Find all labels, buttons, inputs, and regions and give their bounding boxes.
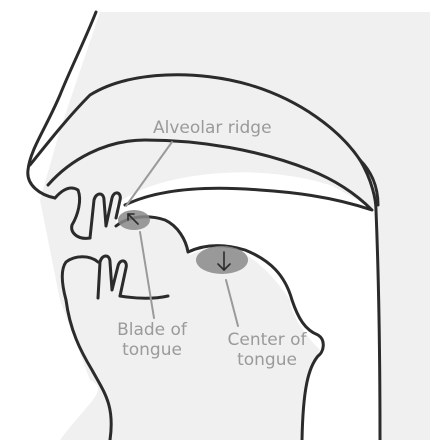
center-of-tongue-label: Center of tongue <box>208 330 326 370</box>
center-label-line-1: Center of <box>208 330 326 350</box>
blade-label-line-1: Blade of <box>111 320 193 340</box>
blade-label-line-2: tongue <box>111 340 193 360</box>
center-highlight <box>196 246 248 274</box>
alveolar-ridge-label: Alveolar ridge <box>153 118 272 138</box>
blade-of-tongue-label: Blade of tongue <box>111 320 193 360</box>
alveolar-ridge-label-text: Alveolar ridge <box>153 118 272 138</box>
center-label-line-2: tongue <box>208 350 326 370</box>
